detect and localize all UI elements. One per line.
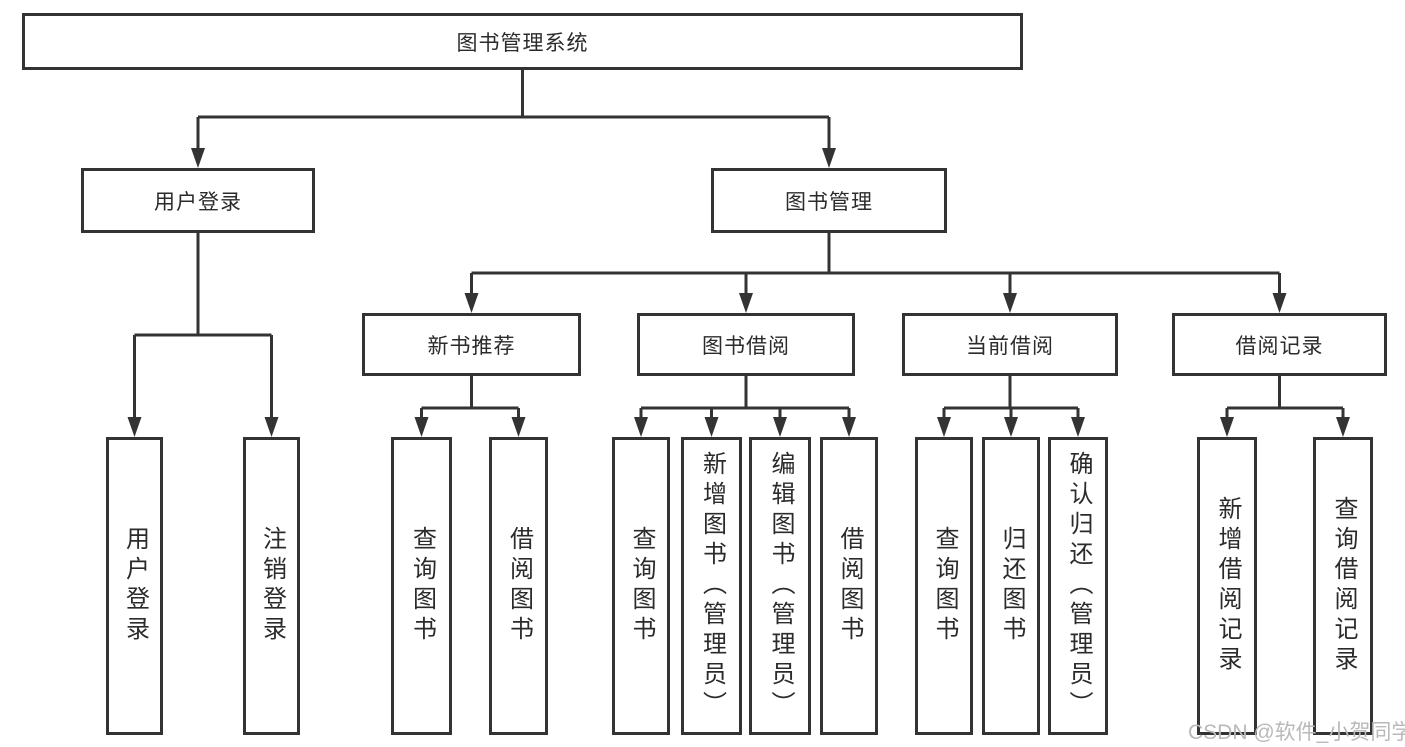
leaf-query-book-recommendation: 查询图书 <box>391 437 452 735</box>
leaf-borrow-book-borrowing-label: 借阅图书 <box>836 526 863 646</box>
leaf-edit-book-admin: 编辑图书（管理员） <box>749 437 811 735</box>
leaf-borrow-book-recommendation: 借阅图书 <box>489 437 548 735</box>
watermark: CSDN @软件_小贺同学 <box>1188 721 1405 744</box>
leaf-query-book-current-label: 查询图书 <box>931 526 958 646</box>
node-library-system: 图书管理系统 <box>22 13 1023 70</box>
node-user-login: 用户登录 <box>81 168 315 233</box>
node-current-borrowing: 当前借阅 <box>902 313 1118 376</box>
leaf-confirm-return-admin: 确认归还（管理员） <box>1048 437 1108 735</box>
node-new-book-recommendation: 新书推荐 <box>362 313 581 376</box>
node-library-system-label: 图书管理系统 <box>456 31 589 55</box>
node-new-book-recommendation-label: 新书推荐 <box>427 334 516 358</box>
node-book-management: 图书管理 <box>711 168 947 233</box>
leaf-add-borrow-record-label: 新增借阅记录 <box>1214 496 1241 676</box>
leaf-query-book-borrowing-label: 查询图书 <box>628 526 655 646</box>
leaf-user-login-label: 用户登录 <box>121 526 149 646</box>
leaf-query-book-current: 查询图书 <box>915 437 973 735</box>
leaf-logout: 注销登录 <box>243 437 300 735</box>
leaf-user-login: 用户登录 <box>106 437 163 735</box>
leaf-borrow-book-recommendation-label: 借阅图书 <box>505 526 533 646</box>
node-book-borrowing: 图书借阅 <box>637 313 855 376</box>
node-borrowing-records-label: 借阅记录 <box>1235 334 1324 358</box>
leaf-confirm-return-admin-label: 确认归还（管理员） <box>1065 451 1092 721</box>
node-user-login-label: 用户登录 <box>154 190 242 214</box>
node-book-borrowing-label: 图书借阅 <box>702 334 790 358</box>
leaf-query-book-recommendation-label: 查询图书 <box>408 526 436 646</box>
leaf-add-book-admin: 新增图书（管理员） <box>681 437 742 735</box>
node-borrowing-records: 借阅记录 <box>1172 313 1387 376</box>
leaf-add-borrow-record: 新增借阅记录 <box>1197 437 1257 735</box>
leaf-query-book-borrowing: 查询图书 <box>612 437 670 735</box>
leaf-borrow-book-borrowing: 借阅图书 <box>820 437 878 735</box>
leaf-logout-label: 注销登录 <box>258 526 286 646</box>
leaf-return-book: 归还图书 <box>982 437 1040 735</box>
leaf-return-book-label: 归还图书 <box>998 526 1025 646</box>
node-current-borrowing-label: 当前借阅 <box>966 334 1054 358</box>
leaf-add-book-admin-label: 新增图书（管理员） <box>698 451 726 721</box>
leaf-edit-book-admin-label: 编辑图书（管理员） <box>767 451 794 721</box>
leaf-query-borrow-record-label: 查询借阅记录 <box>1330 496 1357 676</box>
node-book-management-label: 图书管理 <box>785 190 873 214</box>
leaf-query-borrow-record: 查询借阅记录 <box>1313 437 1373 735</box>
